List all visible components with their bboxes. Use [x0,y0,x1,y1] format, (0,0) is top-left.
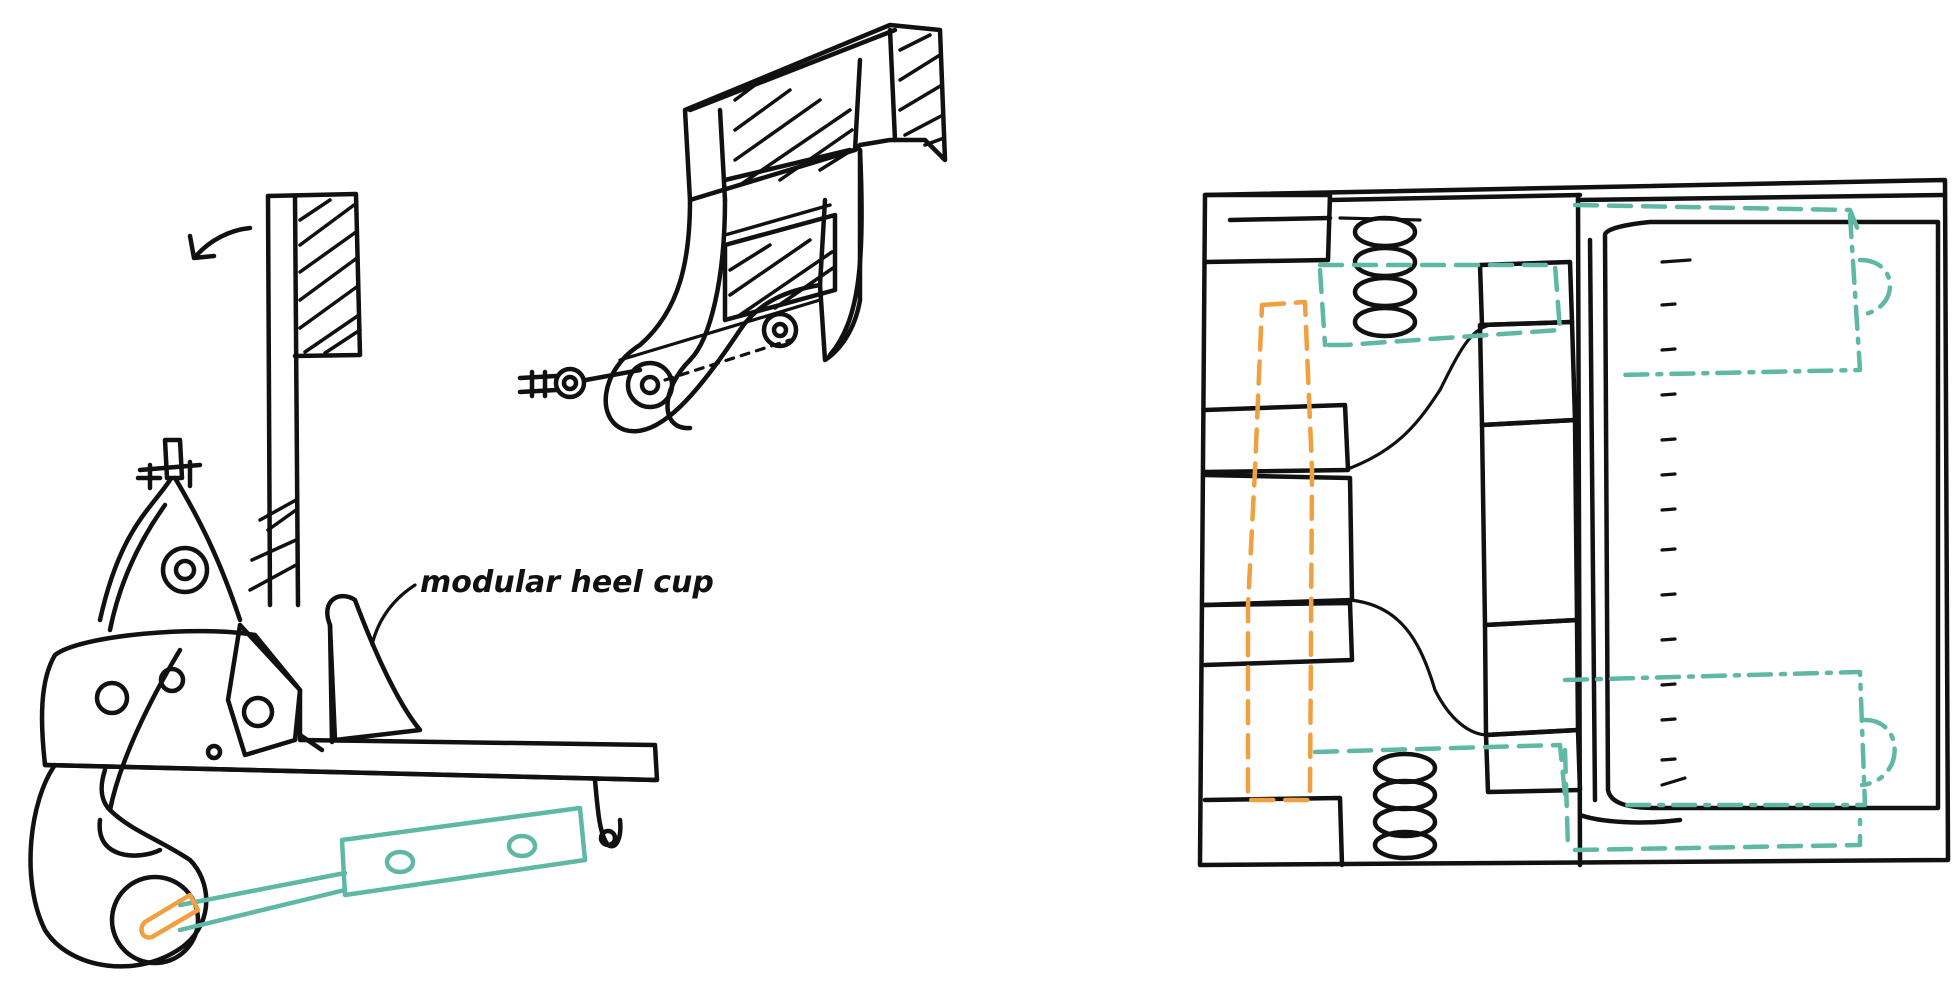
damper-linkage [177,805,588,933]
ratchet-buckle [97,437,243,633]
top-plate-hatch [733,33,946,187]
perspective-view-sketch [517,22,948,434]
side-view-sketch: modular heel cup [28,191,714,969]
highback-hatch [248,198,362,592]
heel-cup-label: modular heel cup [420,565,714,600]
spring-top-icon [1338,215,1422,339]
middle-plate-hatch [723,203,835,317]
orange-pin [139,892,201,940]
heel-cup [325,593,423,745]
heel-cup-annotation: modular heel cup [370,565,714,647]
bolt-icon [517,366,643,400]
spring-bottom-icon [1372,751,1438,861]
teal-outline [1312,202,1897,853]
orange-lever-outline [1245,299,1315,803]
lower-cam-arm [28,647,623,969]
tick-marks [1660,258,1692,787]
highback-post [248,191,363,608]
rotation-arrow-icon [187,225,253,261]
base-plate [39,622,660,783]
top-view-sketch [1197,177,1951,868]
